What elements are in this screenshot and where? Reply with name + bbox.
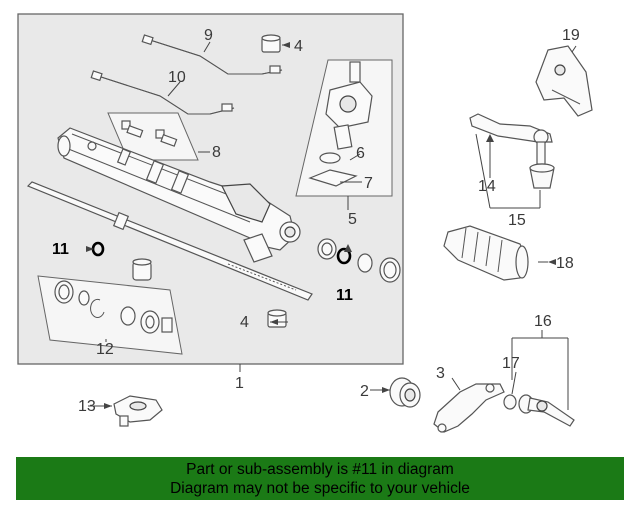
callout-13: 13 — [78, 398, 96, 415]
callout-8: 8 — [212, 144, 221, 161]
gasket-6[interactable] — [319, 152, 341, 164]
ball-joint-boot[interactable] — [529, 163, 555, 189]
callout-11-left: 11 — [52, 241, 69, 258]
steering-boot-18[interactable] — [443, 225, 529, 281]
seal-kit-12[interactable] — [54, 280, 173, 334]
inner-tie-rod-16[interactable] — [518, 394, 575, 427]
callout-1: 1 — [235, 375, 244, 392]
notice-banner: Part or sub-assembly is #11 in diagram D… — [16, 457, 624, 500]
callout-labels: 9 4 10 8 6 7 5 11 11 4 12 1 13 2 3 17 16… — [52, 27, 580, 415]
rack-shaft[interactable] — [26, 181, 313, 301]
callout-16: 16 — [534, 313, 552, 330]
arrows — [86, 42, 556, 409]
callout-14: 14 — [478, 178, 496, 195]
tie-rod-end-14[interactable] — [469, 113, 553, 165]
washer-17[interactable] — [503, 394, 517, 410]
callout-17: 17 — [502, 355, 520, 372]
bushing-4-top[interactable] — [261, 34, 281, 53]
mount-13[interactable] — [113, 395, 163, 427]
banner-line-1: Part or sub-assembly is #11 in diagram — [186, 461, 454, 478]
callout-5: 5 — [348, 211, 357, 228]
callout-9: 9 — [204, 27, 213, 44]
hydraulic-line-10[interactable] — [90, 70, 235, 115]
callout-4-top: 4 — [294, 38, 303, 55]
callout-10: 10 — [168, 69, 186, 86]
callout-18: 18 — [556, 255, 574, 272]
rack-bushing[interactable] — [132, 258, 152, 281]
seals-right[interactable] — [317, 238, 401, 283]
rack-housing[interactable] — [57, 127, 301, 263]
seal-kit-subframe — [37, 275, 183, 355]
callout-4-bottom: 4 — [240, 314, 249, 331]
callout-11-right: 11 — [336, 287, 353, 304]
oil-seal-11-highlight-right[interactable] — [336, 247, 352, 265]
valve-body-5[interactable] — [325, 61, 373, 150]
bolts-8[interactable] — [121, 120, 178, 147]
bracket-19[interactable] — [535, 45, 593, 117]
callout-6: 6 — [356, 145, 365, 162]
banner-line-2: Diagram may not be specific to your vehi… — [170, 480, 470, 497]
plate-7[interactable] — [308, 169, 358, 187]
callout-19: 19 — [562, 27, 580, 44]
callout-15: 15 — [508, 212, 526, 229]
callout-2: 2 — [360, 383, 369, 400]
grommet-2[interactable] — [389, 377, 421, 408]
callout-7: 7 — [364, 175, 373, 192]
callout-12: 12 — [96, 341, 114, 358]
hydraulic-line-9[interactable] — [141, 34, 283, 75]
callout-3: 3 — [436, 365, 445, 382]
bracket-3[interactable] — [433, 383, 505, 433]
